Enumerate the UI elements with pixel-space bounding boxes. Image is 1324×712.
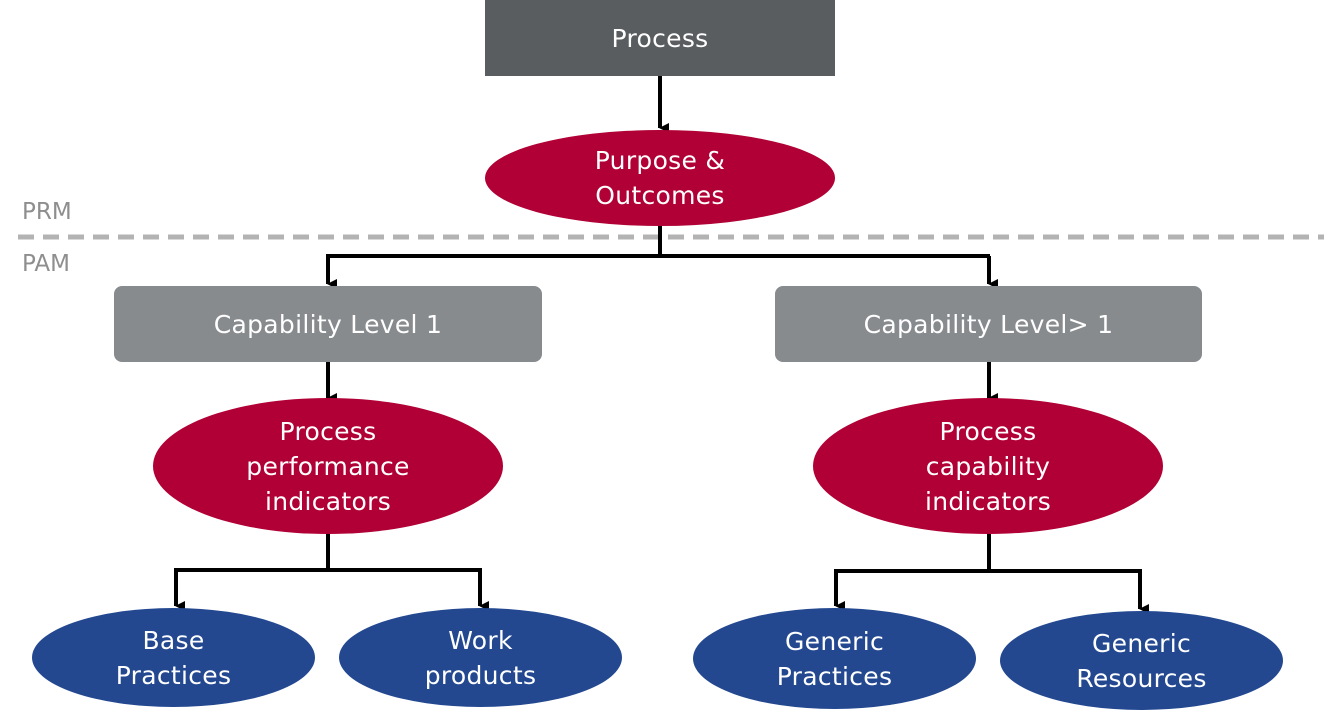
pam-label: PAM	[22, 251, 70, 277]
purpose-outcomes-node: Purpose & Outcomes	[485, 130, 835, 226]
process-node: Process	[485, 0, 835, 76]
generic-practices-node: Generic Practices	[693, 608, 976, 709]
generic-resources-node: Generic Resources	[1000, 611, 1283, 710]
process-capability-indicators-node: Process capability indicators	[813, 398, 1163, 534]
prm-label: PRM	[22, 199, 72, 225]
capability-level-1-node: Capability Level 1	[114, 286, 542, 362]
connector-performance-branch	[174, 534, 482, 572]
connector-purpose-to-capability-trunk	[326, 226, 990, 258]
base-practices-node: Base Practices	[32, 608, 315, 707]
process-performance-indicators-node: Process performance indicators	[153, 398, 503, 534]
capability-level-gt1-node: Capability Level> 1	[775, 286, 1202, 362]
connector-capability-branch	[834, 534, 1142, 573]
work-products-node: Work products	[339, 608, 622, 707]
